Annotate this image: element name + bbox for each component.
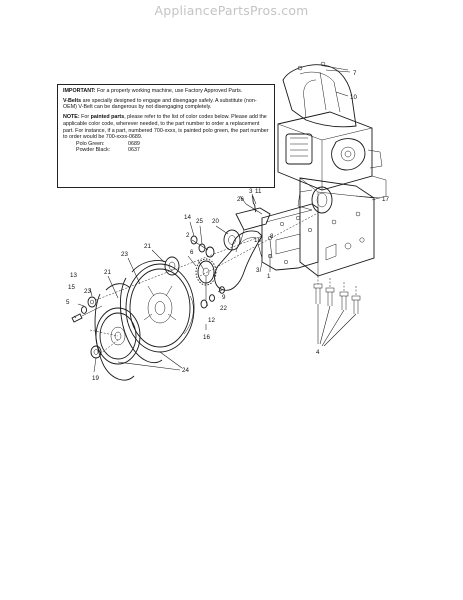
color-row: Powder Black: 0637 <box>76 147 270 154</box>
callout-2: 2 <box>186 232 190 239</box>
callout-15: 15 <box>68 284 75 291</box>
callout-26: 26 <box>237 196 244 203</box>
vbelts-note: V-Belts are specially designed to engage… <box>63 98 270 111</box>
callout-11: 11 <box>255 188 262 195</box>
callout-12: 12 <box>208 317 215 324</box>
note-label: NOTE: <box>63 114 80 121</box>
callout-7: 7 <box>353 70 357 77</box>
left-hardware <box>71 296 103 323</box>
color-code: 0689 <box>128 140 140 147</box>
color-name: Polo Green: <box>76 140 105 147</box>
callout-1: 1 <box>267 273 271 280</box>
note-pre: For <box>79 114 91 121</box>
callout-4: 4 <box>316 349 320 356</box>
callout-3a: 3 <box>249 188 253 195</box>
vbelts-text: are specially designed to engage and dis… <box>63 97 257 111</box>
callout-9: 9 <box>222 294 226 301</box>
important-label: IMPORTANT: <box>63 88 96 94</box>
callout-8: 8 <box>270 233 274 240</box>
paint-text: , please refer to the list of color code… <box>63 114 269 141</box>
callout-18: 18 <box>254 237 261 244</box>
color-code-list: Polo Green: 0689 Powder Black: 0637 <box>76 141 270 154</box>
important-note: IMPORTANT: For a properly working machin… <box>63 88 270 95</box>
belt-guide-bracket <box>235 195 271 245</box>
callout-16: 16 <box>203 334 210 341</box>
painted-label: painted parts <box>90 114 125 121</box>
color-row: Polo Green: 0689 <box>76 141 270 148</box>
idler-pulley <box>223 229 241 251</box>
callout-21b: 21 <box>104 269 111 276</box>
v-belt <box>214 230 263 291</box>
callout-20: 20 <box>212 218 219 225</box>
callout-14: 14 <box>184 214 191 221</box>
lower-drive-pulley <box>95 307 141 365</box>
callout-17: 17 <box>382 196 389 203</box>
traction-belt <box>94 260 167 381</box>
engine-shroud <box>282 61 357 128</box>
callout-13: 13 <box>70 272 77 279</box>
engine-pulley <box>297 186 333 214</box>
vbelts-label: V-Belts <box>63 97 82 104</box>
callout-5: 5 <box>66 299 70 306</box>
callout-23a: 23 <box>121 251 128 258</box>
callout-22: 22 <box>220 305 227 312</box>
callout-labels: 7 10 17 26 3 11 14 25 2 20 21 23 6 18 8 … <box>66 70 389 382</box>
callout-21a: 21 <box>144 243 151 250</box>
callout-10: 10 <box>350 94 357 101</box>
note-box: IMPORTANT: For a properly working machin… <box>57 84 275 188</box>
color-name: Powder Black: <box>76 147 111 154</box>
callout-19: 19 <box>92 375 99 382</box>
frame-plate <box>299 177 375 277</box>
callout-24: 24 <box>182 367 189 374</box>
frame-bolts <box>313 276 361 347</box>
callout-3b: 3 <box>256 267 260 274</box>
paint-note: NOTE: For painted parts, please refer to… <box>63 114 270 140</box>
callout-25: 25 <box>196 218 203 225</box>
important-text: For a properly working machine, use Fact… <box>95 88 243 94</box>
leader-lines <box>73 65 381 373</box>
small-drive-pulley <box>164 256 180 276</box>
callout-6: 6 <box>190 249 194 256</box>
color-code: 0637 <box>128 147 140 154</box>
callout-23b: 23 <box>84 288 91 295</box>
watermark: AppliancePartsPros.com <box>154 3 309 18</box>
engine <box>277 111 387 201</box>
